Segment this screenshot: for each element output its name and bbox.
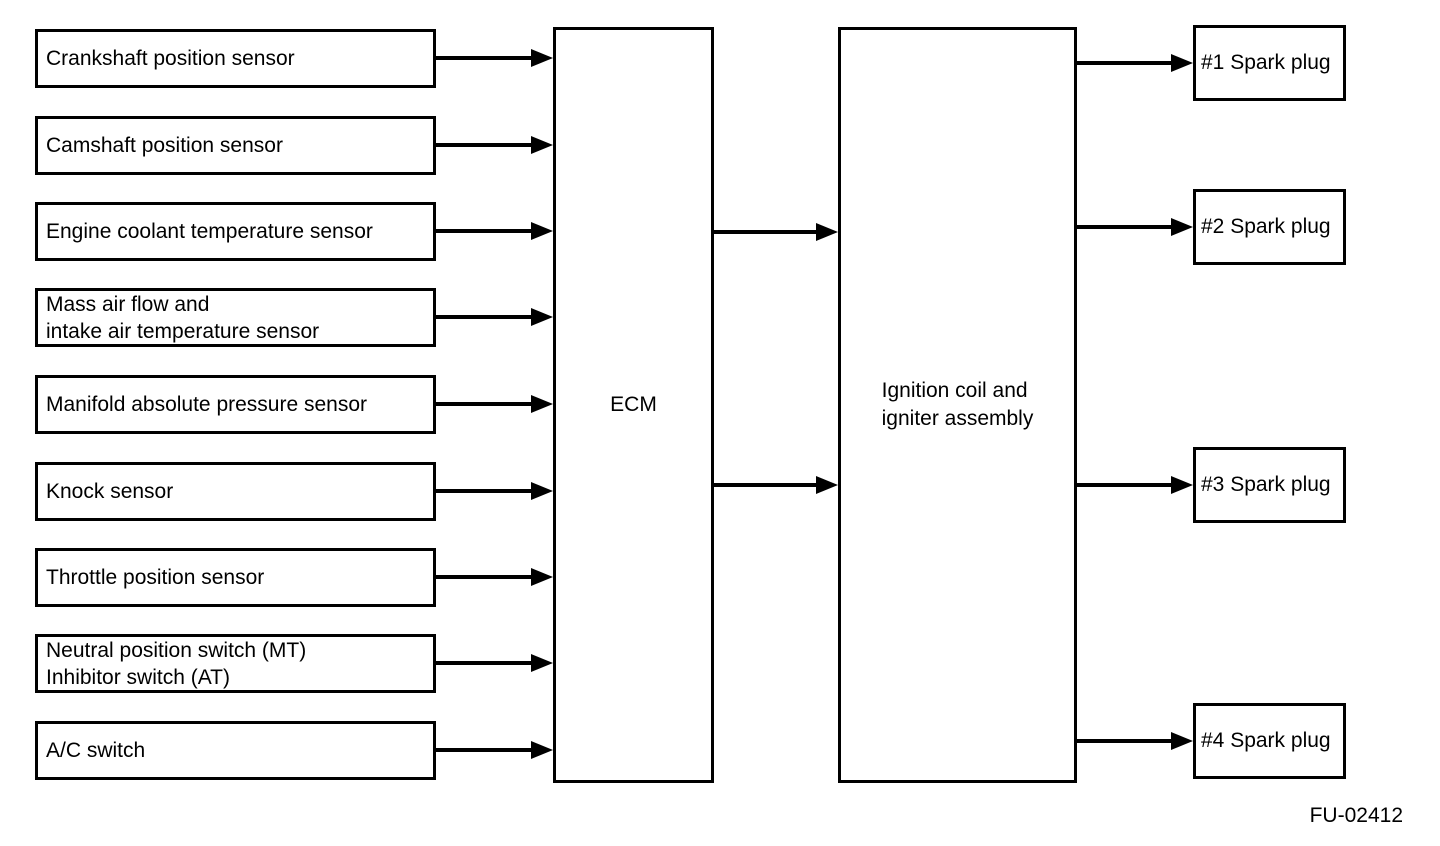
arrow-ac-switch-to-ecm [436,741,553,759]
input-box-manifold-absolute-pressure-sensor: Manifold absolute pressure sensor [35,375,436,434]
arrowhead-icon [1171,476,1193,494]
arrowhead-icon [816,476,838,494]
output-label: #1 Spark plug [1201,51,1331,74]
arrowhead-icon [816,223,838,241]
input-box-neutral-position-inhibitor-switch: Neutral position switch (MT) Inhibitor s… [35,634,436,693]
ecm-label: ECM [610,393,657,416]
arrow-shaft [436,575,535,579]
ignition-label-line1: Ignition coil and [881,379,1028,402]
output-label: #4 Spark plug [1201,729,1331,752]
output-box-spark-plug-3: #3 Spark plug [1193,447,1346,523]
arrow-neutral-switch-to-ecm [436,654,553,672]
arrow-ecm-to-ignition-1 [714,223,838,241]
arrowhead-icon [1171,54,1193,72]
arrow-ignition-to-spark-plug-2 [1077,218,1193,236]
arrow-shaft [1077,225,1175,229]
arrow-shaft [436,661,535,665]
input-box-crankshaft-position-sensor: Crankshaft position sensor [35,29,436,88]
ignition-label-line2: igniter assembly [881,407,1034,430]
arrow-manifold-pressure-to-ecm [436,395,553,413]
output-label: #3 Spark plug [1201,473,1331,496]
arrowhead-icon [531,568,553,586]
input-label: A/C switch [46,739,146,762]
output-box-spark-plug-1: #1 Spark plug [1193,25,1346,101]
arrow-shaft [436,56,535,60]
arrow-shaft [1077,483,1175,487]
arrow-shaft [436,489,535,493]
ignition-coil-igniter-assembly-box: Ignition coil and igniter assembly [838,27,1077,783]
input-label: Mass air flow and [46,292,210,316]
arrowhead-icon [531,395,553,413]
arrow-shaft [436,402,535,406]
input-label: Camshaft position sensor [46,134,283,157]
output-box-spark-plug-4: #4 Spark plug [1193,703,1346,779]
arrow-camshaft-to-ecm [436,136,553,154]
input-box-knock-sensor: Knock sensor [35,462,436,521]
input-box-ac-switch: A/C switch [35,721,436,780]
input-label: Crankshaft position sensor [46,47,295,70]
input-label: Manifold absolute pressure sensor [46,393,368,416]
arrow-shaft [436,315,535,319]
arrow-shaft [1077,61,1175,65]
arrow-ignition-to-spark-plug-4 [1077,732,1193,750]
arrowhead-icon [1171,732,1193,750]
input-label-line2: intake air temperature sensor [46,319,320,343]
arrow-ignition-to-spark-plug-1 [1077,54,1193,72]
arrowhead-icon [531,741,553,759]
arrowhead-icon [531,136,553,154]
input-box-camshaft-position-sensor: Camshaft position sensor [35,116,436,175]
arrow-knock-sensor-to-ecm [436,482,553,500]
output-label: #2 Spark plug [1201,215,1331,238]
arrow-shaft [436,229,535,233]
input-label: Throttle position sensor [46,566,265,589]
arrow-ecm-to-ignition-2 [714,476,838,494]
input-box-mass-air-flow-intake-air-temperature-sensor: Mass air flow and intake air temperature… [35,288,436,347]
arrow-shaft [714,230,820,234]
arrow-shaft [436,748,535,752]
output-box-spark-plug-2: #2 Spark plug [1193,189,1346,265]
input-box-engine-coolant-temperature-sensor: Engine coolant temperature sensor [35,202,436,261]
arrowhead-icon [531,308,553,326]
arrow-shaft [1077,739,1175,743]
ecm-box: ECM [553,27,714,783]
arrowhead-icon [531,222,553,240]
arrow-coolant-temp-to-ecm [436,222,553,240]
ignition-label-block: Ignition coil and igniter assembly [882,377,1034,433]
arrowhead-icon [531,49,553,67]
arrow-crankshaft-to-ecm [436,49,553,67]
figure-id-label: FU-02412 [1309,804,1403,827]
input-label: Engine coolant temperature sensor [46,220,373,243]
input-label: Knock sensor [46,480,174,503]
arrowhead-icon [1171,218,1193,236]
arrow-ignition-to-spark-plug-3 [1077,476,1193,494]
arrowhead-icon [531,482,553,500]
arrow-shaft [714,483,820,487]
arrow-mass-air-flow-to-ecm [436,308,553,326]
arrow-shaft [436,143,535,147]
input-label-line2: Inhibitor switch (AT) [46,665,230,689]
arrow-throttle-position-to-ecm [436,568,553,586]
input-box-throttle-position-sensor: Throttle position sensor [35,548,436,607]
arrowhead-icon [531,654,553,672]
input-label: Neutral position switch (MT) [46,638,307,662]
